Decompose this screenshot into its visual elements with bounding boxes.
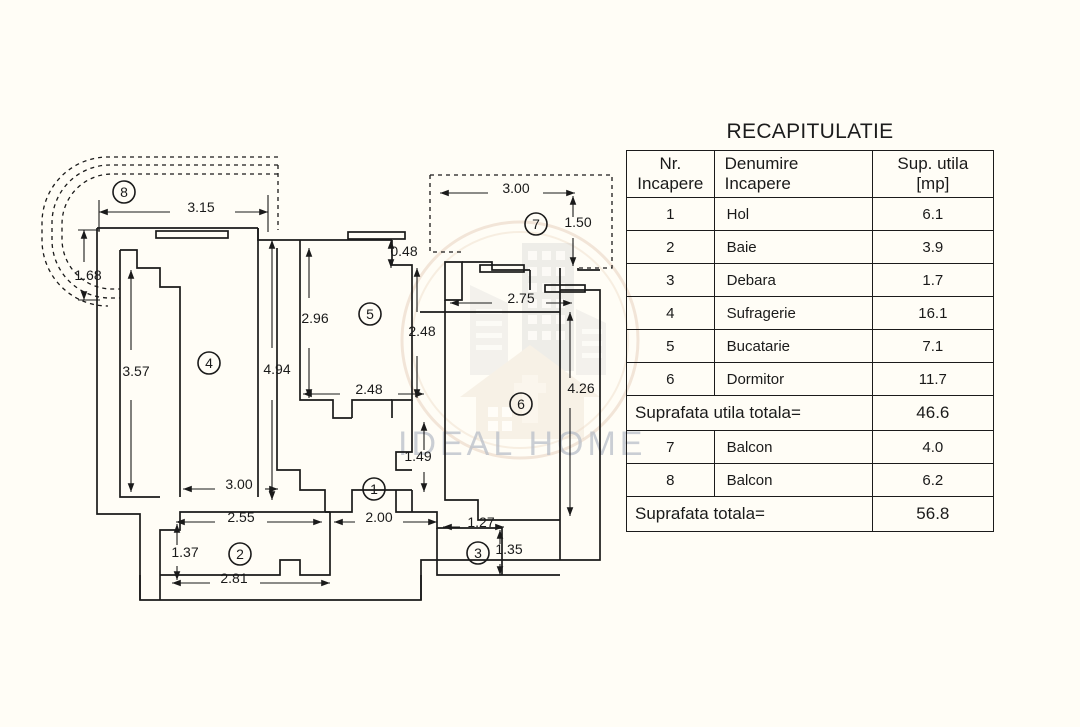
room-marker-5: 5	[358, 302, 382, 326]
cell-name: Hol	[713, 197, 873, 231]
room-marker-label: 1	[370, 481, 378, 497]
window-room-4	[155, 230, 229, 239]
dimension-label: 1.27	[467, 514, 494, 530]
cell-nr: 1	[626, 197, 715, 231]
floor-plan-drawing: 1 2 3 4 5 6 7 8 3.15 1.68 3.57 4.94 2.96 0.48 2.48 2.4…	[41, 156, 613, 601]
dimension-label: 2.81	[220, 570, 247, 586]
cell-nr: 6	[626, 362, 715, 396]
cell-area: 4.0	[871, 430, 995, 464]
cell-total-label: Suprafata totala=	[626, 496, 873, 532]
cell-name: Debara	[713, 263, 873, 297]
table-row-total: Suprafata totala=56.8	[626, 496, 995, 532]
room-marker-label: 7	[532, 216, 540, 232]
room-number-markers: 1 2 3 4 5 6 7 8	[112, 180, 548, 566]
window-room-6-b	[544, 284, 586, 293]
dimension-label: 2.48	[408, 323, 435, 339]
dimension-label: 3.15	[187, 199, 214, 215]
dimension-label: 3.00	[502, 180, 529, 196]
dimension-label: 0.48	[390, 243, 417, 259]
room-marker-label: 5	[366, 306, 374, 322]
recap-title: RECAPITULATIE	[726, 120, 894, 143]
header-sup-utila: Sup. utila [mp]	[871, 150, 995, 198]
cell-area: 1.7	[871, 263, 995, 297]
cell-name: Dormitor	[713, 362, 873, 396]
window-room-6-a	[479, 264, 525, 273]
cell-name: Bucatarie	[713, 329, 873, 363]
room-marker-8: 8	[112, 180, 136, 204]
header-area-line1: Sup. utila	[897, 154, 969, 173]
cell-subtotal-area: 46.6	[871, 395, 995, 431]
cell-nr: 4	[626, 296, 715, 330]
dimension-label: 2.75	[507, 290, 534, 306]
cell-nr: 7	[626, 430, 715, 464]
cell-area: 16.1	[871, 296, 995, 330]
cell-nr: 3	[626, 263, 715, 297]
header-nr-line1: Nr.	[659, 154, 682, 173]
dimension-label: 1.37	[171, 544, 198, 560]
cell-area: 3.9	[871, 230, 995, 264]
recap-panel: RECAPITULATIE Nr. Incapere Denumire Inca…	[626, 120, 995, 532]
cell-name: Sufragerie	[713, 296, 873, 330]
dimension-label: 1.68	[74, 267, 101, 283]
cell-nr: 5	[626, 329, 715, 363]
dimension-labels: 3.15 1.68 3.57 4.94 2.96 0.48 2.48 2.48 3.00 2.00…	[74, 180, 594, 586]
room-marker-3: 3	[466, 541, 490, 565]
room-marker-label: 8	[120, 184, 128, 200]
table-row-subtotal: Suprafata utila totala=46.6	[626, 395, 995, 431]
cell-total-area: 56.8	[871, 496, 995, 532]
cell-area: 6.1	[871, 197, 995, 231]
dimension-lines	[78, 189, 577, 587]
header-denumire-incapere: Denumire Incapere	[713, 150, 873, 198]
room-marker-label: 6	[517, 396, 525, 412]
window-room-5	[347, 231, 406, 240]
dimension-label: 3.57	[122, 363, 149, 379]
dimension-label: 2.96	[301, 310, 328, 326]
dimension-label: 4.26	[567, 380, 594, 396]
cell-name: Balcon	[713, 463, 873, 497]
cell-nr: 2	[626, 230, 715, 264]
header-name-line1: Denumire	[724, 154, 799, 173]
cell-area: 6.2	[871, 463, 995, 497]
cell-nr: 8	[626, 463, 715, 497]
dimension-label: 2.55	[227, 509, 254, 525]
table-header-row: Nr. Incapere Denumire Incapere Sup. util…	[626, 150, 995, 198]
cell-area: 11.7	[871, 362, 995, 396]
room-marker-2: 2	[228, 542, 252, 566]
dimension-label: 1.35	[495, 541, 522, 557]
dimension-label: 1.50	[564, 214, 591, 230]
dimension-label: 2.00	[365, 509, 392, 525]
header-nr-incapere: Nr. Incapere	[626, 150, 715, 198]
room-marker-6: 6	[509, 392, 533, 416]
header-nr-line2: Incapere	[637, 174, 704, 193]
room-marker-1: 1	[362, 477, 386, 501]
recap-table: Nr. Incapere Denumire Incapere Sup. util…	[626, 150, 995, 532]
cell-name: Balcon	[713, 430, 873, 464]
cell-area: 7.1	[871, 329, 995, 363]
room-marker-label: 2	[236, 546, 244, 562]
cell-subtotal-label: Suprafata utila totala=	[626, 395, 873, 431]
cell-name: Baie	[713, 230, 873, 264]
room-marker-4: 4	[197, 351, 221, 375]
header-name-line2: Incapere	[724, 174, 791, 193]
balcony-7-outline	[429, 174, 613, 269]
header-area-line2: [mp]	[916, 174, 950, 193]
balcony-8-outline	[41, 156, 279, 307]
dimension-label: 3.00	[225, 476, 252, 492]
plan-walls	[41, 156, 613, 601]
dimension-label: 2.48	[355, 381, 382, 397]
room-marker-7: 7	[524, 212, 548, 236]
room-marker-label: 3	[474, 545, 482, 561]
room-marker-label: 4	[205, 355, 213, 371]
dimension-label: 4.94	[263, 361, 290, 377]
dimension-label: 1.49	[404, 448, 431, 464]
